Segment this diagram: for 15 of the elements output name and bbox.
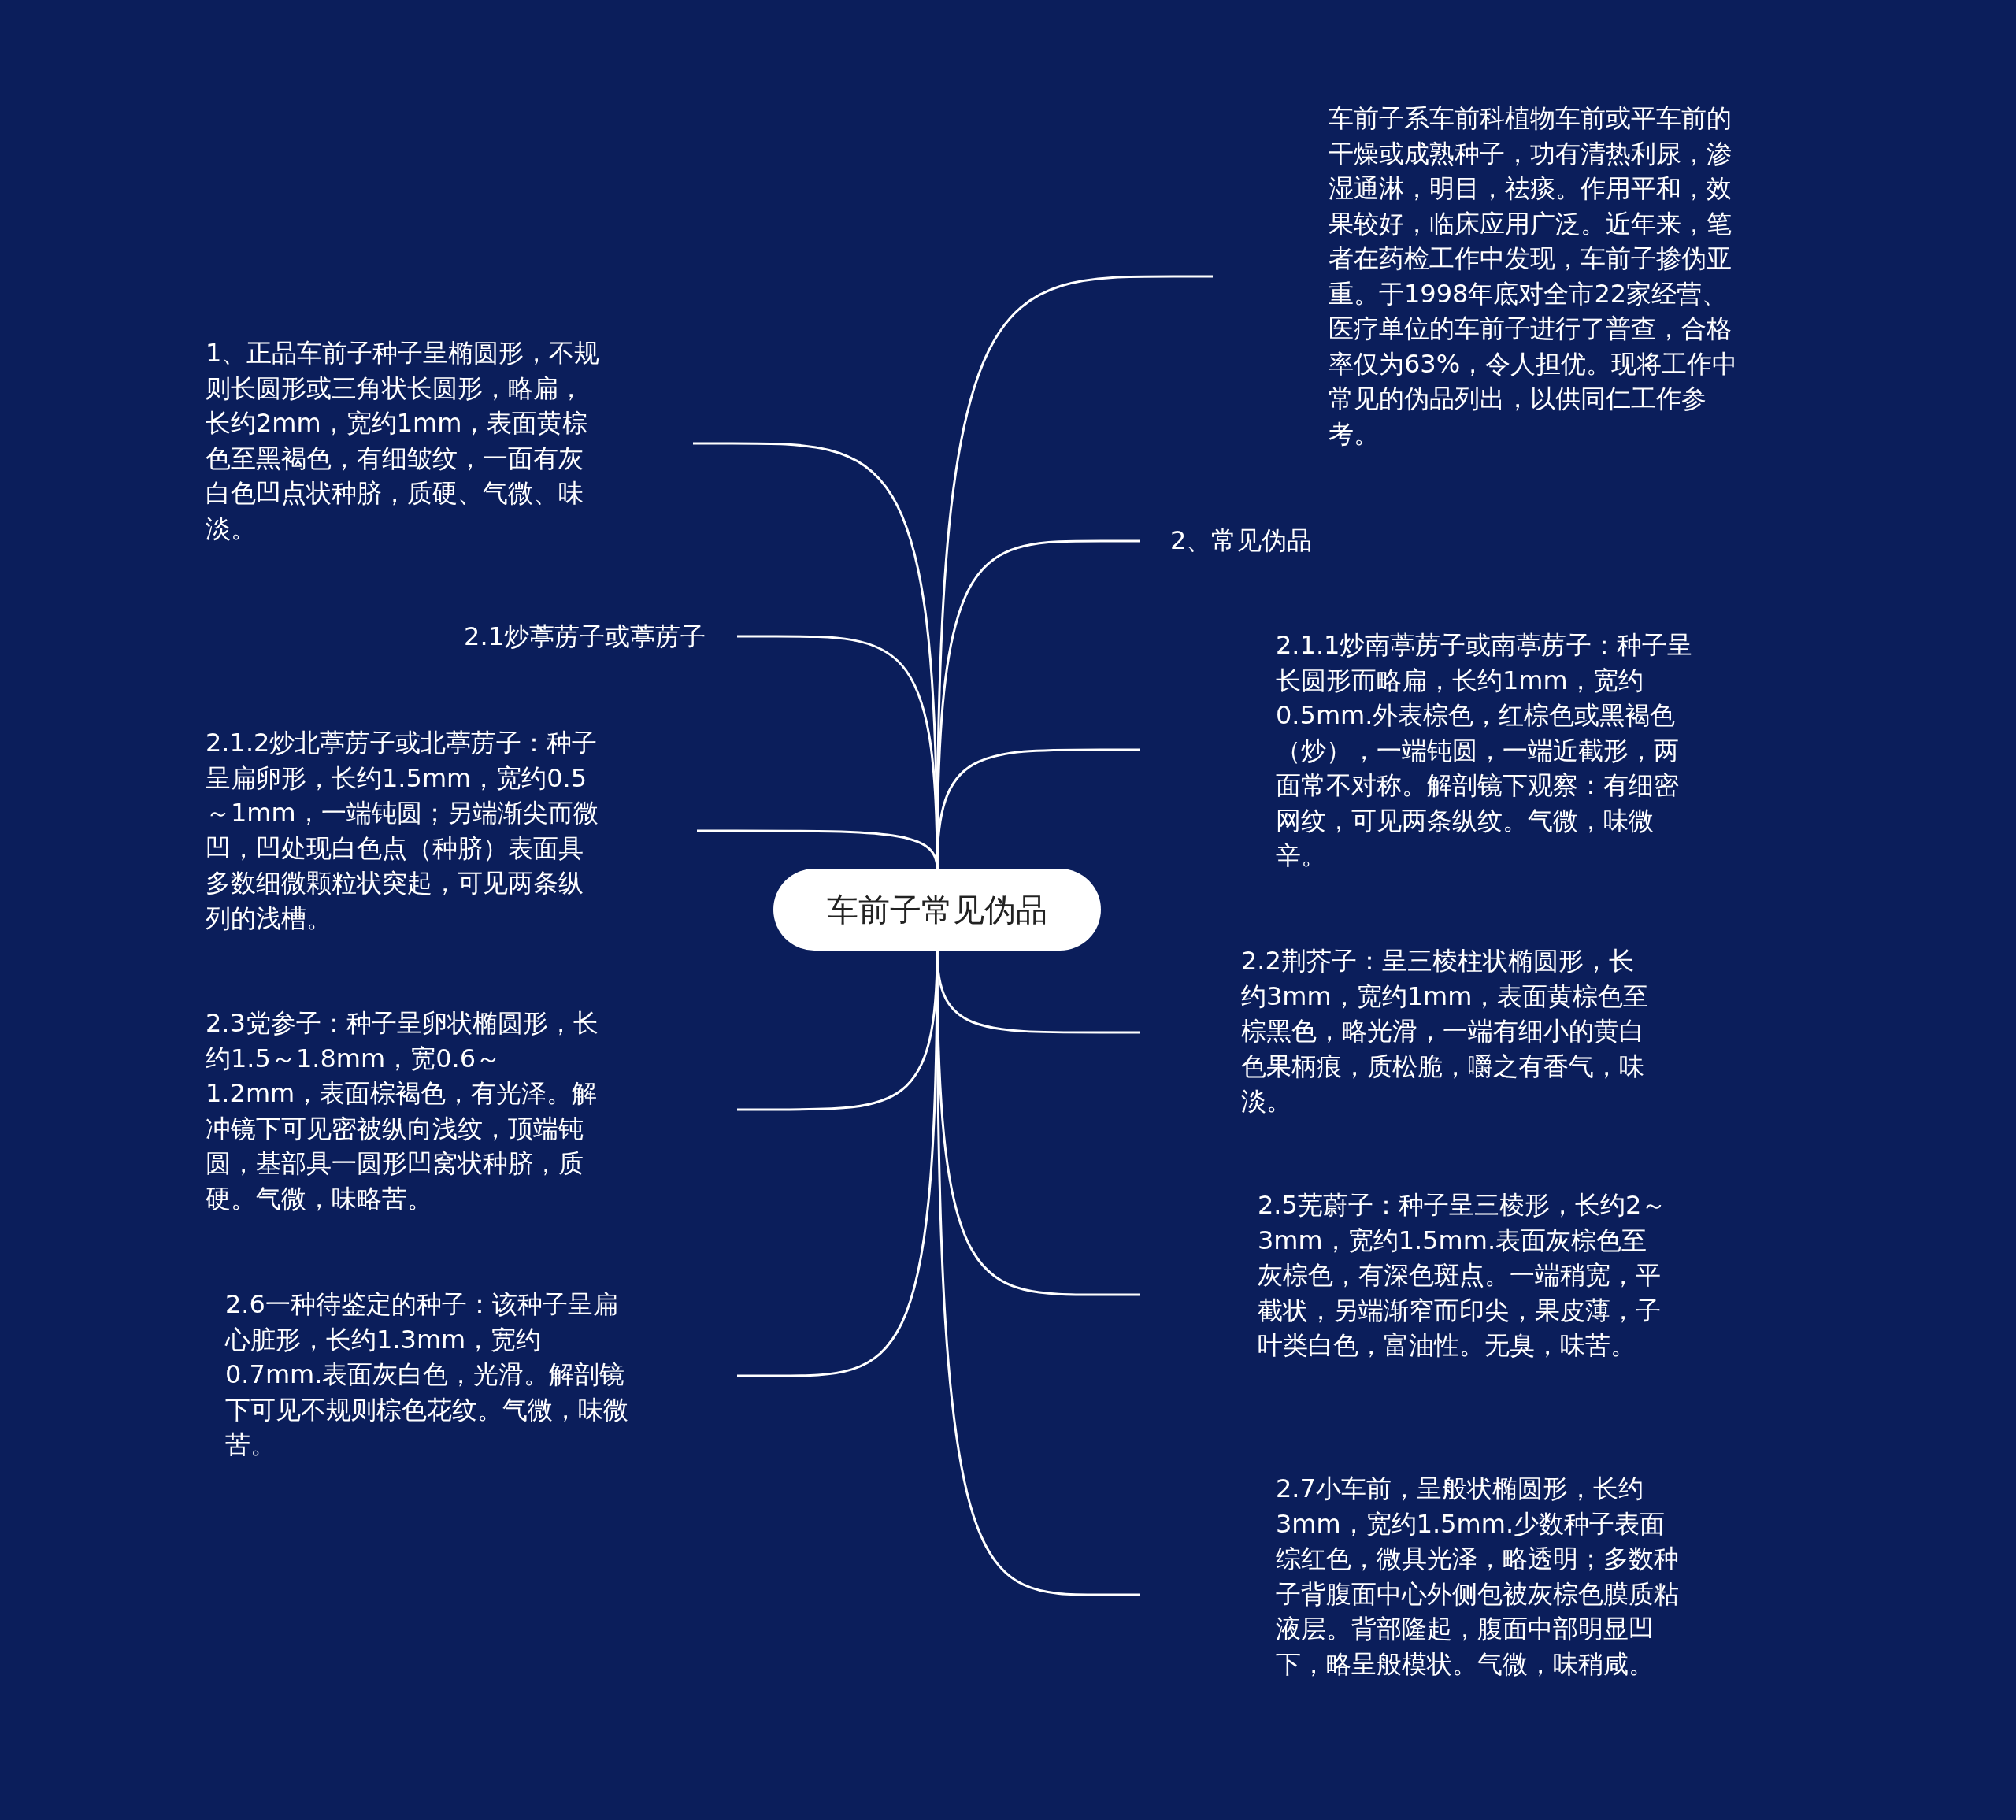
- topic-text: 1、正品车前子种子呈椭圆形，不规则长圆形或三角状长圆形，略扁，长约2mm，宽约1mm，表面黄棕色至黑褐色，有细皱纹，一面有灰白色凹点状种脐，质硬、气微、味淡。: [206, 337, 601, 545]
- topic-text: 2.1炒葶苈子或葶苈子: [463, 621, 706, 653]
- topic-text: 车前子系车前科植物车前或平车前的干燥或成熟种子，功有清热利尿，渗湿通淋，明目，祛痰。作用平和，效果较好，临床应用广泛。近年来，笔者在药检工作中发现，车前子掺伪亚重。于1998年底对全市22家经营、医疗单位的车前子进行了普查，合格率仅为63%，令人担优。现将工作中常见的伪品列出，以供同仁工作参考。: [1329, 102, 1739, 450]
- central-topic: 车前子常见伪品: [773, 869, 1101, 951]
- topic-text: 2.6一种待鉴定的种子：该种子呈扁心脏形，长约1.3mm，宽约0.7mm.表面灰白色，光滑。解剖镜下可见不规则棕色花纹。气微，味微苦。: [225, 1288, 629, 1461]
- topic-text: 2.1.1炒南葶苈子或南葶苈子：种子呈长圆形而略扁，长约1mm，宽约0.5mm.外表棕色，红棕色或黑褐色（炒），一端钝圆，一端近截形，两面常不对称。解剖镜下观察：有细密网纹，可见两条纵纹。气微，味微辛。: [1276, 629, 1693, 872]
- connector-line: [936, 748, 1140, 869]
- topic-text: 2.7小车前，呈般状椭圆形，长约3mm，宽约1.5mm.少数种子表面综红色，微具光泽，略透明；多数种子背腹面中心外侧包被灰棕色膜质粘液层。背部隆起，腹面中部明显凹下，略呈般模状。气微，味稍咸。: [1276, 1473, 1680, 1681]
- topic-text: 2.3党参子：种子呈卵状椭圆形，长约1.5～1.8mm，宽0.6～1.2mm，表面棕褐色，有光泽。解冲镜下可见密被纵向浅纹，顶端钝圆，基部具一圆形凹窝状种脐，质硬。气微，味略苦。: [206, 1007, 599, 1215]
- topic-text: 2.1.2炒北葶苈子或北葶苈子：种子呈扁卵形，长约1.5mm，宽约0.5～1mm，一端钝圆；另端渐尖而微凹，凹处现白色点（种脐）表面具多数细微颗粒状突起，可见两条纵列的浅槽。: [206, 727, 599, 935]
- connector-line: [737, 951, 939, 1377]
- topic-text: 2.2荆芥子：呈三棱柱状椭圆形，长约3mm，宽约1mm，表面黄棕色至棕黑色，略光滑，一端有细小的黄白色果柄痕，质松脆，嚼之有香气，味淡。: [1241, 945, 1650, 1118]
- topic-text: 2、常见伪品: [1170, 525, 1314, 557]
- topic-text: 2.5芜蔚子：种子呈三棱形，长约2～3mm，宽约1.5mm.表面灰棕色至灰棕色，有深色斑点。一端稍宽，平截状，另端渐窄而印尖，果皮薄，子叶类白色，富油性。无臭，味苦。: [1258, 1189, 1667, 1362]
- connector-line: [936, 951, 1140, 1596]
